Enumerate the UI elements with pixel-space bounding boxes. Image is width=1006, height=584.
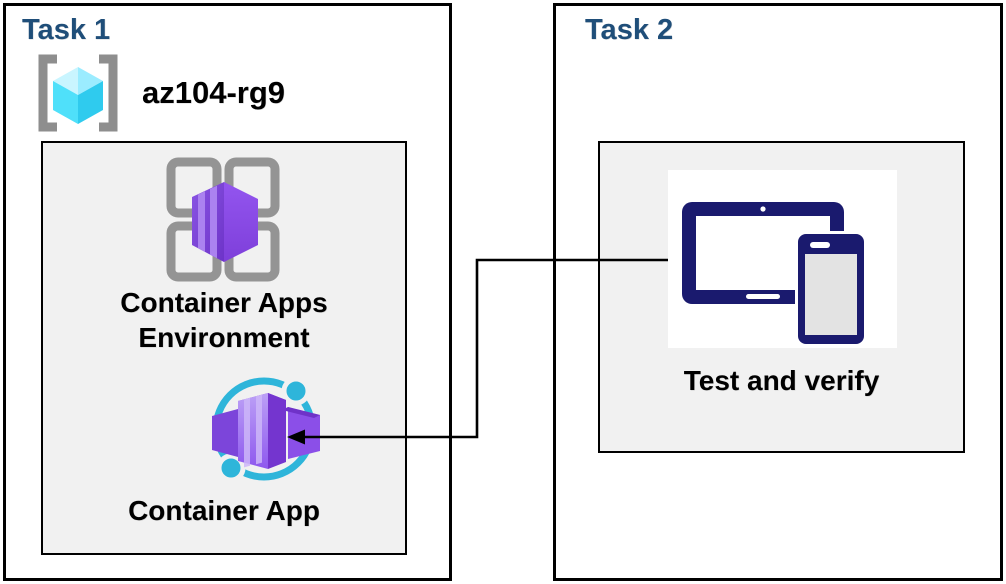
container-app-label: Container App <box>128 495 320 526</box>
task1-panel: Task 1 az104-rg9 <box>3 3 452 581</box>
task1-inner-panel: Container Apps Environment <box>41 141 407 555</box>
task1-title: Task 1 <box>22 14 111 46</box>
task2-title: Task 2 <box>585 14 674 46</box>
resource-group-icon <box>38 54 118 132</box>
environment-label: Container Apps Environment <box>120 287 328 353</box>
tablet-and-phone-icon <box>682 202 867 347</box>
resource-group-name: az104-rg9 <box>142 75 286 110</box>
test-and-verify-label: Test and verify <box>683 365 880 396</box>
container-apps-environment-icon <box>166 157 280 282</box>
task2-panel: Task 2 Test and verify <box>553 3 1003 581</box>
task2-inner-panel: Test and verify <box>598 141 965 453</box>
container-app-icon <box>212 376 320 483</box>
devices-icon-panel <box>668 170 897 348</box>
resource-group-row: az104-rg9 <box>30 54 285 132</box>
